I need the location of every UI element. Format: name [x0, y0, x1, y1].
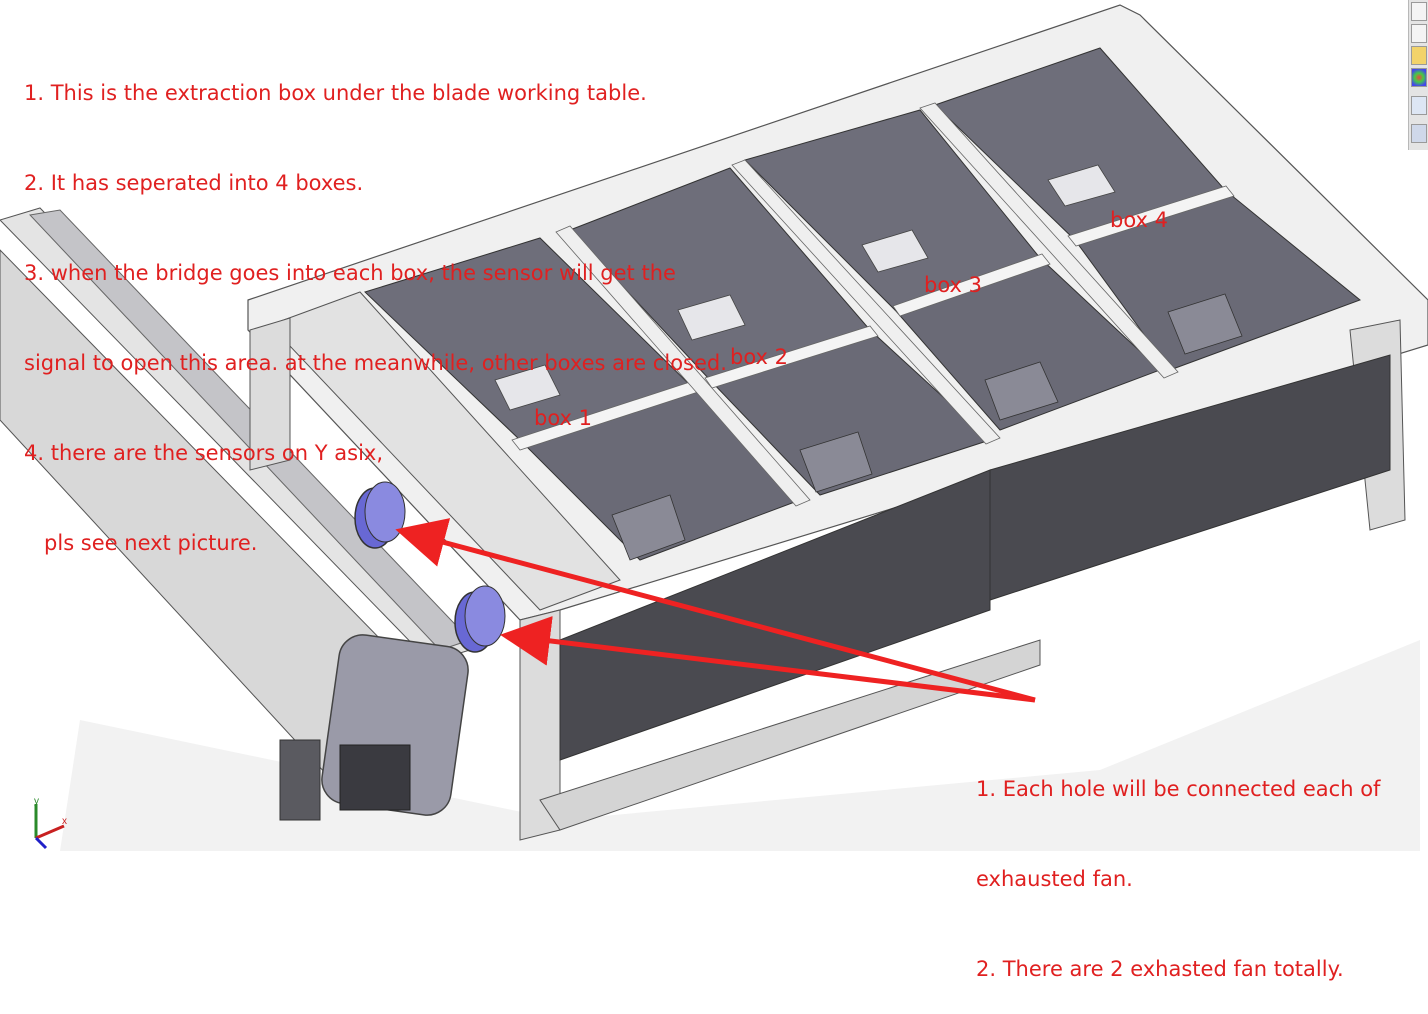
- bottom-annotation-line: 1. Each hole will be connected each of: [976, 777, 1381, 801]
- top-annotation-line: pls see next picture.: [24, 531, 258, 555]
- top-annotation: 1. This is the extraction box under the …: [24, 18, 727, 588]
- bottom-annotation: 1. Each hole will be connected each of e…: [976, 714, 1380, 1014]
- box-2-label: box 2: [730, 345, 788, 369]
- annotation-arrows: [395, 518, 1036, 703]
- bottom-annotation-line: exhausted fan.: [976, 867, 1133, 891]
- exhaust-holes: [354, 481, 506, 653]
- box-3-label: box 3: [924, 273, 982, 297]
- top-annotation-line: 4. there are the sensors on Y asix,: [24, 441, 384, 465]
- arrow-to-hole-2: [500, 616, 1036, 703]
- top-annotation-line: 2. It has seperated into 4 boxes.: [24, 171, 364, 195]
- top-annotation-line: signal to open this area. at the meanwhi…: [24, 351, 727, 375]
- extraction-table-model: [0, 4, 1428, 851]
- display-icon[interactable]: [1411, 46, 1427, 65]
- folder-icon[interactable]: [1411, 24, 1427, 43]
- cad-viewport[interactable]: 1. This is the extraction box under the …: [0, 0, 1428, 981]
- top-annotation-line: 3. when the bridge goes into each box, t…: [24, 261, 676, 285]
- box-1-label: box 1: [534, 406, 592, 430]
- appearance-icon[interactable]: [1411, 68, 1427, 87]
- top-annotation-line: 1. This is the extraction box under the …: [24, 81, 647, 105]
- list-icon[interactable]: [1411, 96, 1427, 115]
- axis-y-label: y: [34, 796, 39, 807]
- box-4-label: box 4: [1110, 208, 1168, 232]
- bottom-annotation-line: 2. There are 2 exhasted fan totally.: [976, 957, 1344, 981]
- arrow-to-hole-1: [395, 518, 1036, 703]
- extraction-boxes: [364, 47, 1361, 561]
- view-icon[interactable]: [1411, 2, 1427, 21]
- axis-x-label: x: [62, 816, 67, 827]
- coordinate-triad: y x: [34, 796, 67, 850]
- scene-icon[interactable]: [1411, 124, 1427, 143]
- side-toolbar: [1408, 0, 1428, 150]
